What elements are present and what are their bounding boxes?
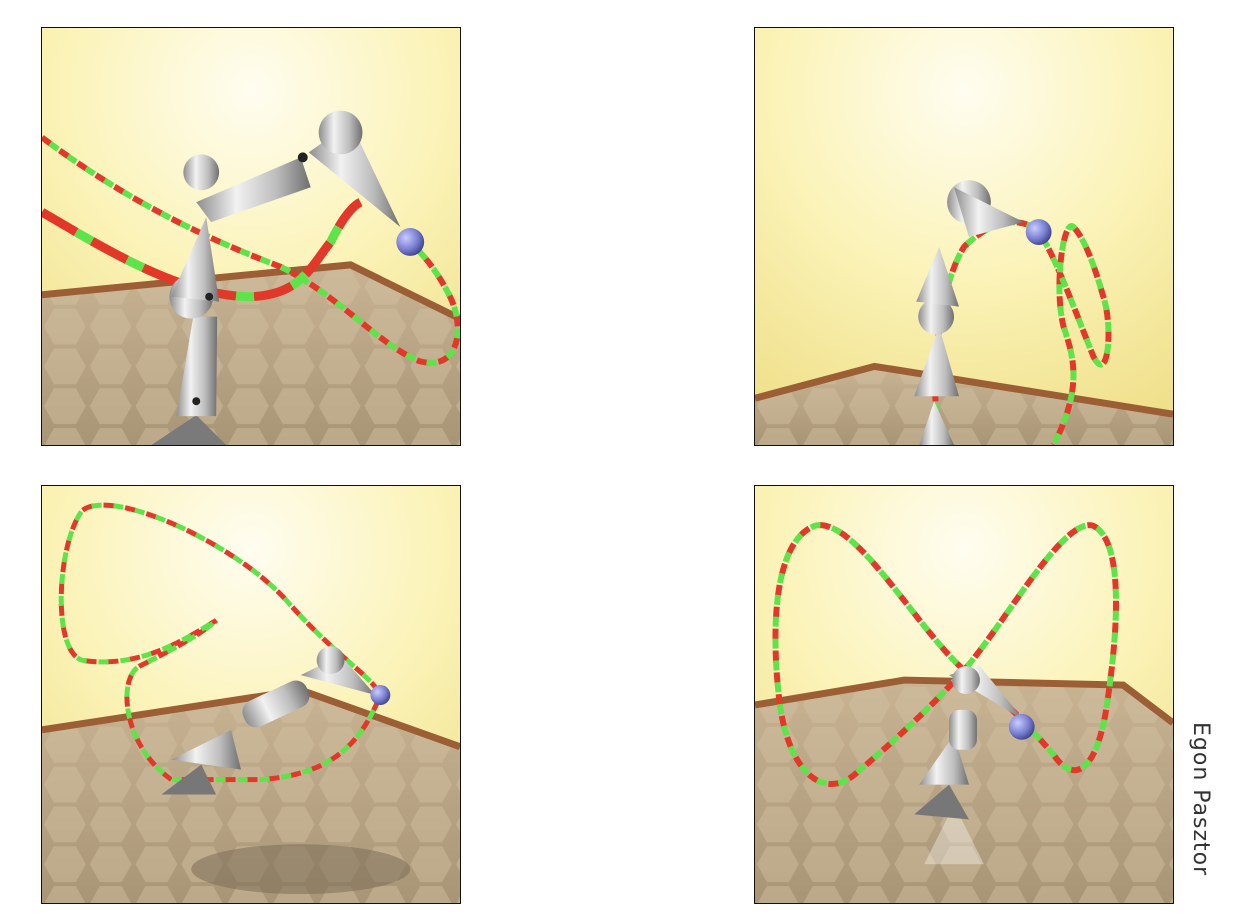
render-bottom-right [754, 485, 1174, 904]
robot-arm [914, 180, 1052, 445]
credit-text: Egon Pasztor [1188, 722, 1213, 877]
robot-arm [161, 646, 391, 795]
robot-arm [151, 110, 425, 445]
render-top-right [754, 27, 1174, 446]
render-bottom-left [41, 485, 461, 904]
robot-arm [914, 665, 1035, 820]
render-top-left [41, 27, 461, 446]
